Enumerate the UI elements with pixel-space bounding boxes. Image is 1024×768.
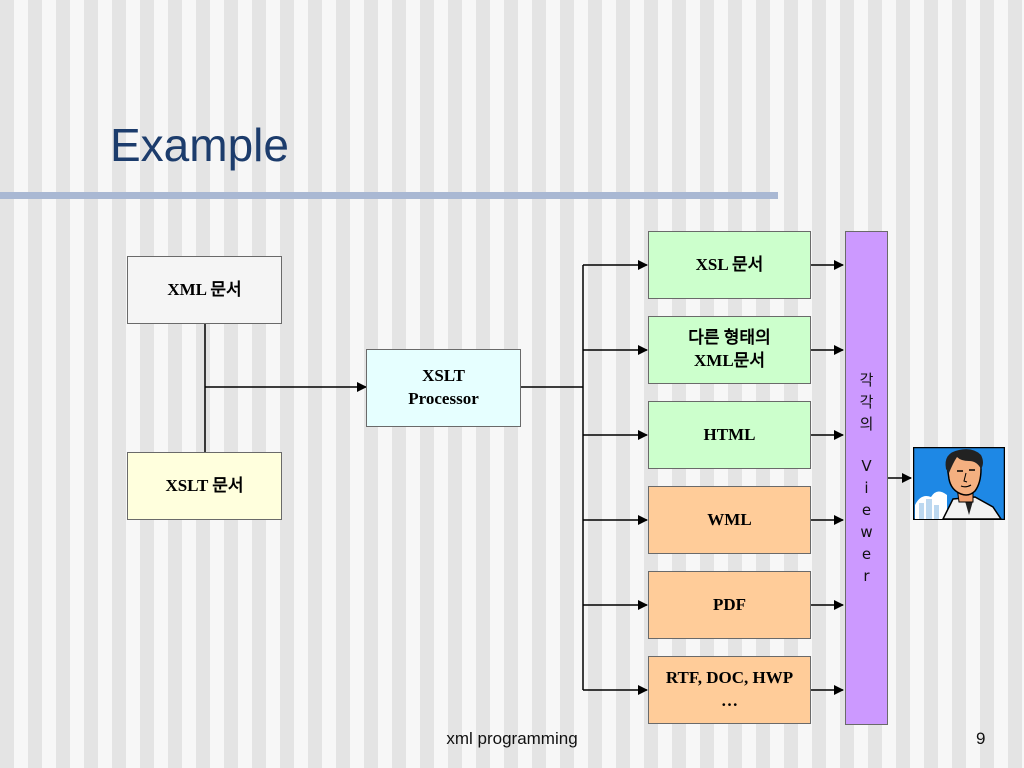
output-box-pdf: PDF bbox=[648, 571, 811, 639]
output-label: XSL 문서 bbox=[695, 254, 764, 274]
output-box-rtf-doc-hwp: RTF, DOC, HWP … bbox=[648, 656, 811, 724]
viewer-char: 의 bbox=[859, 415, 874, 433]
viewer-char: w bbox=[860, 523, 873, 541]
viewer-char: 각 bbox=[859, 371, 874, 389]
output-label: PDF bbox=[712, 594, 747, 614]
viewer-char: V bbox=[861, 457, 872, 475]
slide-title: Example bbox=[110, 119, 289, 171]
output-label: WML bbox=[707, 509, 752, 529]
output-label: RTF, DOC, HWP … bbox=[665, 668, 794, 710]
viewer-char: e bbox=[861, 501, 872, 519]
title-underline bbox=[0, 192, 778, 199]
viewer-char: e bbox=[861, 545, 872, 563]
output-box-xsl: XSL 문서 bbox=[648, 231, 811, 299]
user-avatar-icon bbox=[913, 447, 1005, 520]
xslt-document-label: XSLT 문서 bbox=[165, 475, 244, 495]
viewer-char: r bbox=[863, 567, 870, 585]
output-box-html: HTML bbox=[648, 401, 811, 469]
xslt-processor-label: XSLT Processor bbox=[408, 366, 479, 408]
viewer-bar: 각 각 의 V i e w e r bbox=[845, 231, 888, 725]
xml-document-label: XML 문서 bbox=[167, 279, 242, 299]
output-label: 다른 형태의 XML문서 bbox=[688, 328, 771, 370]
xslt-processor-box: XSLT Processor bbox=[366, 349, 521, 427]
footer-text: xml programming bbox=[446, 729, 578, 748]
viewer-char: i bbox=[864, 479, 869, 497]
viewer-char: 각 bbox=[859, 393, 874, 411]
xml-document-box: XML 문서 bbox=[127, 256, 282, 324]
page-number: 9 bbox=[976, 729, 986, 748]
output-box-wml: WML bbox=[648, 486, 811, 554]
output-box-other-xml: 다른 형태의 XML문서 bbox=[648, 316, 811, 384]
output-label: HTML bbox=[703, 424, 756, 444]
xslt-document-box: XSLT 문서 bbox=[127, 452, 282, 520]
